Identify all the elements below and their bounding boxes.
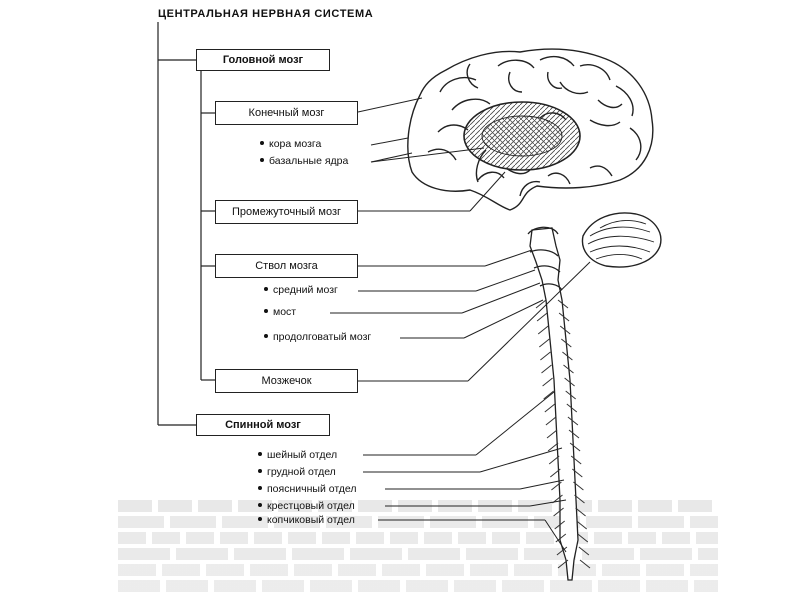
item-cervical-label: шейный отдел [267, 449, 338, 461]
item-cortex-label: кора мозга [269, 138, 322, 150]
item-coccygeal: копчиковый отдел [258, 514, 355, 526]
item-thoracic-label: грудной отдел [267, 466, 336, 478]
box-diencephalon: Промежуточный мозг [215, 200, 358, 224]
bullet-icon [258, 517, 262, 522]
item-thoracic: грудной отдел [258, 466, 336, 478]
bullet-icon [258, 503, 262, 508]
box-telencephalon: Конечный мозг [215, 101, 358, 125]
bleed-through-line [118, 580, 718, 592]
item-basal-nuclei: базальные ядра [260, 155, 348, 167]
bullet-icon [260, 158, 264, 163]
bullet-icon [258, 452, 262, 457]
item-midbrain: средний мозг [264, 284, 338, 296]
box-spinal-cord-label: Спинной мозг [225, 419, 301, 431]
cerebellum-illustration [581, 212, 662, 268]
item-medulla-label: продолговатый мозг [273, 331, 372, 343]
item-lumbar: поясничный отдел [258, 483, 357, 495]
item-cervical: шейный отдел [258, 449, 337, 461]
box-brain: Головной мозг [196, 49, 330, 71]
box-brain-label: Головной мозг [222, 54, 304, 66]
item-lumbar-label: поясничный отдел [267, 483, 357, 495]
box-brainstem-label: Ствол мозга [255, 260, 318, 272]
bullet-icon [258, 486, 262, 491]
box-cerebellum: Мозжечок [215, 369, 358, 393]
spinal-nerves-right [557, 299, 591, 569]
item-basal-nuclei-label: базальные ядра [269, 155, 349, 167]
item-pons: мост [264, 306, 296, 318]
diagram-title: ЦЕНТРАЛЬНАЯ НЕРВНАЯ СИСТЕМА [158, 8, 374, 20]
bullet-icon [264, 309, 268, 314]
box-telencephalon-label: Конечный мозг [248, 107, 325, 119]
item-pons-label: мост [273, 306, 297, 318]
item-medulla: продолговатый мозг [264, 331, 371, 343]
box-brainstem: Ствол мозга [215, 254, 358, 278]
leader-lines [330, 97, 591, 553]
tree-connectors [157, 22, 215, 426]
bullet-icon [258, 469, 262, 474]
brain-illustration [407, 48, 654, 211]
bullet-icon [264, 287, 268, 292]
item-sacral-label: крестцовый отдел [267, 500, 355, 512]
spinal-nerves-left [535, 299, 569, 569]
item-coccygeal-label: копчиковый отдел [267, 514, 355, 526]
box-cerebellum-label: Мозжечок [261, 375, 312, 387]
item-midbrain-label: средний мозг [273, 284, 338, 296]
box-diencephalon-label: Промежуточный мозг [232, 206, 341, 218]
bullet-icon [264, 334, 268, 339]
spinal-cord-illustration [527, 226, 579, 581]
box-spinal-cord: Спинной мозг [196, 414, 330, 436]
item-sacral: крестцовый отдел [258, 500, 355, 512]
bullet-icon [260, 141, 264, 146]
item-cortex: кора мозга [260, 138, 321, 150]
